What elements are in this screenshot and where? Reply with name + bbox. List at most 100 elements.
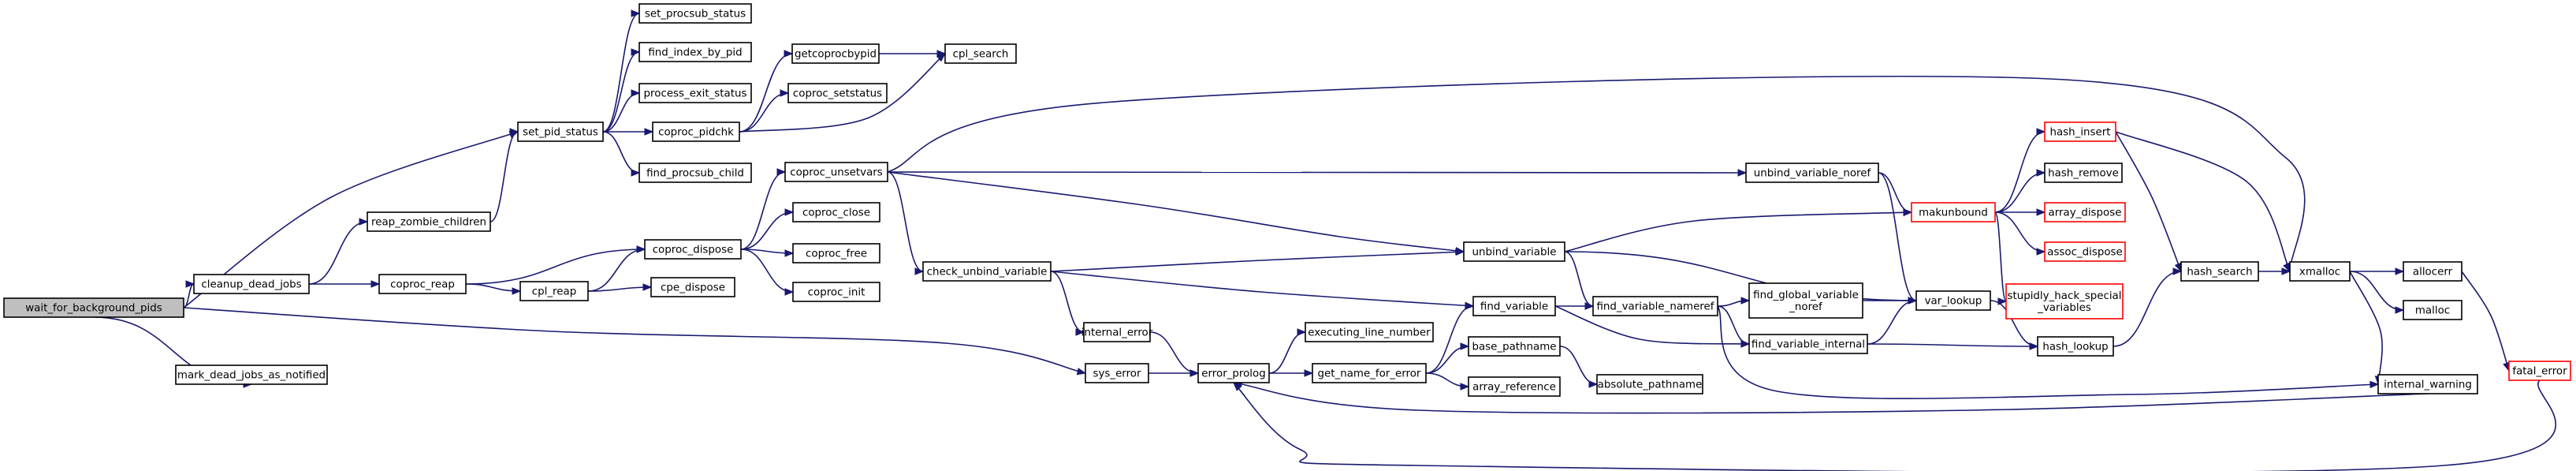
- edge-check_unbind_variable-to-unbind_variable: [1050, 248, 1465, 272]
- node-process_exit_status[interactable]: process_exit_status: [638, 83, 752, 103]
- edge-check_unbind_variable-to-internal_error: [1050, 271, 1085, 336]
- node-internal_warning[interactable]: internal_warning: [2377, 374, 2478, 394]
- node-label-find_variable_internal: find_variable_internal: [1751, 339, 1865, 351]
- edge-makunbound-to-assoc_dispose: [1994, 211, 2046, 256]
- edge-find_variable_nameref-to-find_global_variable_noref: [1717, 297, 1751, 307]
- node-find_variable[interactable]: find_variable: [1472, 296, 1556, 316]
- node-label-coproc_free: coproc_free: [806, 249, 867, 260]
- node-label-wait_for_background_pids: wait_for_background_pids: [25, 303, 162, 315]
- node-makunbound[interactable]: makunbound: [1911, 202, 1996, 222]
- node-var_lookup[interactable]: var_lookup: [1915, 290, 1991, 311]
- edge-hash_insert-to-xmalloc: [2115, 131, 2291, 273]
- node-get_name_for_error[interactable]: get_name_for_error: [1312, 363, 1427, 383]
- edge-coproc_unsetvars-to-check_unbind_variable: [887, 171, 925, 275]
- node-fatal_error[interactable]: fatal_error: [2508, 361, 2571, 381]
- node-coproc_reap[interactable]: coproc_reap: [378, 274, 467, 294]
- node-hash_remove[interactable]: hash_remove: [2044, 163, 2123, 183]
- edge-var_lookup-to-hash_lookup: [1990, 300, 2039, 350]
- node-label-coproc_setstatus: coproc_setstatus: [793, 88, 882, 100]
- node-label-set_procsub_status: set_procsub_status: [645, 9, 746, 21]
- node-find_procsub_child[interactable]: find_procsub_child: [638, 163, 752, 183]
- node-label-cleanup_dead_jobs: cleanup_dead_jobs: [201, 279, 301, 291]
- edge-coproc_reap-to-cpl_reap: [465, 283, 522, 295]
- node-label-stupidly_hack_special_variables: stupidly_hack_special: [2007, 290, 2121, 302]
- edge-find_variable_internal-to-hash_lookup: [1867, 342, 2039, 350]
- node-allocerr[interactable]: allocerr: [2403, 261, 2462, 282]
- edge-set_pid_status-to-find_procsub_child: [602, 131, 641, 177]
- node-absolute_pathname[interactable]: absolute_pathname: [1596, 374, 1703, 394]
- edge-set_pid_status-to-process_exit_status: [602, 89, 641, 133]
- node-label-sys_error: sys_error: [1093, 368, 1141, 380]
- node-unbind_variable_noref[interactable]: unbind_variable_noref: [1745, 163, 1879, 183]
- node-mark_dead_jobs_as_notified[interactable]: mark_dead_jobs_as_notified: [175, 364, 328, 385]
- node-label-internal_warning: internal_warning: [2384, 379, 2472, 391]
- node-stupidly_hack_special_variables[interactable]: stupidly_hack_special_variables: [2005, 283, 2124, 320]
- node-base_pathname[interactable]: base_pathname: [1468, 336, 1561, 357]
- node-internal_error[interactable]: internal_error: [1081, 322, 1153, 342]
- node-array_reference[interactable]: array_reference: [1468, 376, 1561, 397]
- edge-wait_for_background_pids-to-cleanup_dead_jobs: [183, 280, 195, 308]
- node-hash_search[interactable]: hash_search: [2180, 261, 2259, 282]
- node-coproc_dispose[interactable]: coproc_dispose: [644, 239, 742, 260]
- node-reap_zombie_children[interactable]: reap_zombie_children: [367, 211, 491, 232]
- edge-set_pid_status-to-set_procsub_status: [602, 9, 641, 133]
- node-check_unbind_variable[interactable]: check_unbind_variable: [922, 261, 1052, 282]
- node-cleanup_dead_jobs[interactable]: cleanup_dead_jobs: [193, 274, 310, 294]
- node-unbind_variable[interactable]: unbind_variable: [1463, 241, 1565, 262]
- node-find_index_by_pid[interactable]: find_index_by_pid: [638, 42, 752, 62]
- node-coproc_free[interactable]: coproc_free: [792, 243, 880, 264]
- node-malloc[interactable]: malloc: [2403, 300, 2462, 320]
- edge-cleanup_dead_jobs-to-reap_zombie_children: [308, 218, 369, 285]
- node-coproc_unsetvars[interactable]: coproc_unsetvars: [784, 162, 888, 182]
- edge-sys_error-to-error_prolog: [1148, 369, 1200, 377]
- node-label-find_variable: find_variable: [1480, 301, 1548, 313]
- node-label-executing_line_number: executing_line_number: [1308, 327, 1431, 339]
- node-cpl_search[interactable]: cpl_search: [944, 43, 1017, 64]
- node-label-mark_dead_jobs_as_notified: mark_dead_jobs_as_notified: [177, 370, 326, 382]
- node-error_prolog[interactable]: error_prolog: [1197, 363, 1270, 383]
- node-label-array_reference: array_reference: [1472, 382, 1556, 394]
- edge-fatal_error-to-error_prolog: [1233, 379, 2557, 471]
- node-array_dispose[interactable]: array_dispose: [2044, 202, 2126, 222]
- node-label-unbind_variable: unbind_variable: [1472, 247, 1557, 259]
- node-sys_error[interactable]: sys_error: [1085, 363, 1149, 383]
- node-hash_insert[interactable]: hash_insert: [2044, 121, 2116, 142]
- node-set_procsub_status[interactable]: set_procsub_status: [638, 3, 752, 24]
- node-label-coproc_close: coproc_close: [802, 207, 870, 219]
- node-xmalloc[interactable]: xmalloc: [2289, 261, 2351, 282]
- edge-makunbound-to-hash_insert: [1994, 128, 2046, 213]
- edge-coproc_dispose-to-coproc_init: [740, 249, 795, 296]
- edge-unbind_variable-to-var_lookup: [1564, 251, 1918, 305]
- edge-reap_zombie_children-to-set_pid_status: [490, 128, 519, 222]
- node-find_variable_nameref[interactable]: find_variable_nameref: [1592, 296, 1718, 316]
- node-label-makunbound: makunbound: [1919, 207, 1988, 219]
- node-coproc_close[interactable]: coproc_close: [792, 202, 880, 222]
- edge-coproc_reap-to-coproc_dispose: [465, 245, 646, 285]
- node-coproc_setstatus[interactable]: coproc_setstatus: [787, 83, 888, 103]
- node-label-absolute_pathname: absolute_pathname: [1598, 379, 1703, 391]
- edge-coproc_dispose-to-coproc_close: [740, 208, 795, 250]
- node-label-fatal_error: fatal_error: [2512, 366, 2567, 378]
- node-coproc_pidchk[interactable]: coproc_pidchk: [652, 121, 740, 142]
- node-label-hash_insert: hash_insert: [2049, 127, 2110, 139]
- node-label-coproc_dispose: coproc_dispose: [653, 245, 734, 256]
- edge-set_pid_status-to-find_index_by_pid: [602, 48, 641, 133]
- node-assoc_dispose[interactable]: assoc_dispose: [2044, 241, 2126, 262]
- edge-getcoprocbypid-to-cpl_search: [879, 50, 947, 58]
- edge-cleanup_dead_jobs-to-coproc_reap: [309, 280, 381, 288]
- node-getcoprocbypid[interactable]: getcoprocbypid: [791, 43, 880, 64]
- node-label-find_global_variable_noref: find_global_variable: [1753, 290, 1859, 301]
- node-label-xmalloc: xmalloc: [2299, 267, 2340, 278]
- node-label-hash_lookup: hash_lookup: [2042, 342, 2108, 353]
- node-cpl_reap[interactable]: cpl_reap: [519, 281, 589, 301]
- node-set_pid_status[interactable]: set_pid_status: [517, 121, 604, 142]
- node-coproc_init[interactable]: coproc_init: [792, 282, 880, 302]
- node-label-coproc_pidchk: coproc_pidchk: [658, 127, 734, 139]
- node-label-process_exit_status: process_exit_status: [644, 88, 747, 100]
- node-executing_line_number[interactable]: executing_line_number: [1305, 322, 1434, 342]
- node-label-cpe_dispose: cpe_dispose: [661, 282, 725, 294]
- node-hash_lookup[interactable]: hash_lookup: [2037, 336, 2114, 357]
- node-cpe_dispose[interactable]: cpe_dispose: [650, 277, 735, 297]
- node-find_global_variable_noref[interactable]: find_global_variable_noref: [1748, 282, 1863, 319]
- node-find_variable_internal[interactable]: find_variable_internal: [1748, 334, 1868, 354]
